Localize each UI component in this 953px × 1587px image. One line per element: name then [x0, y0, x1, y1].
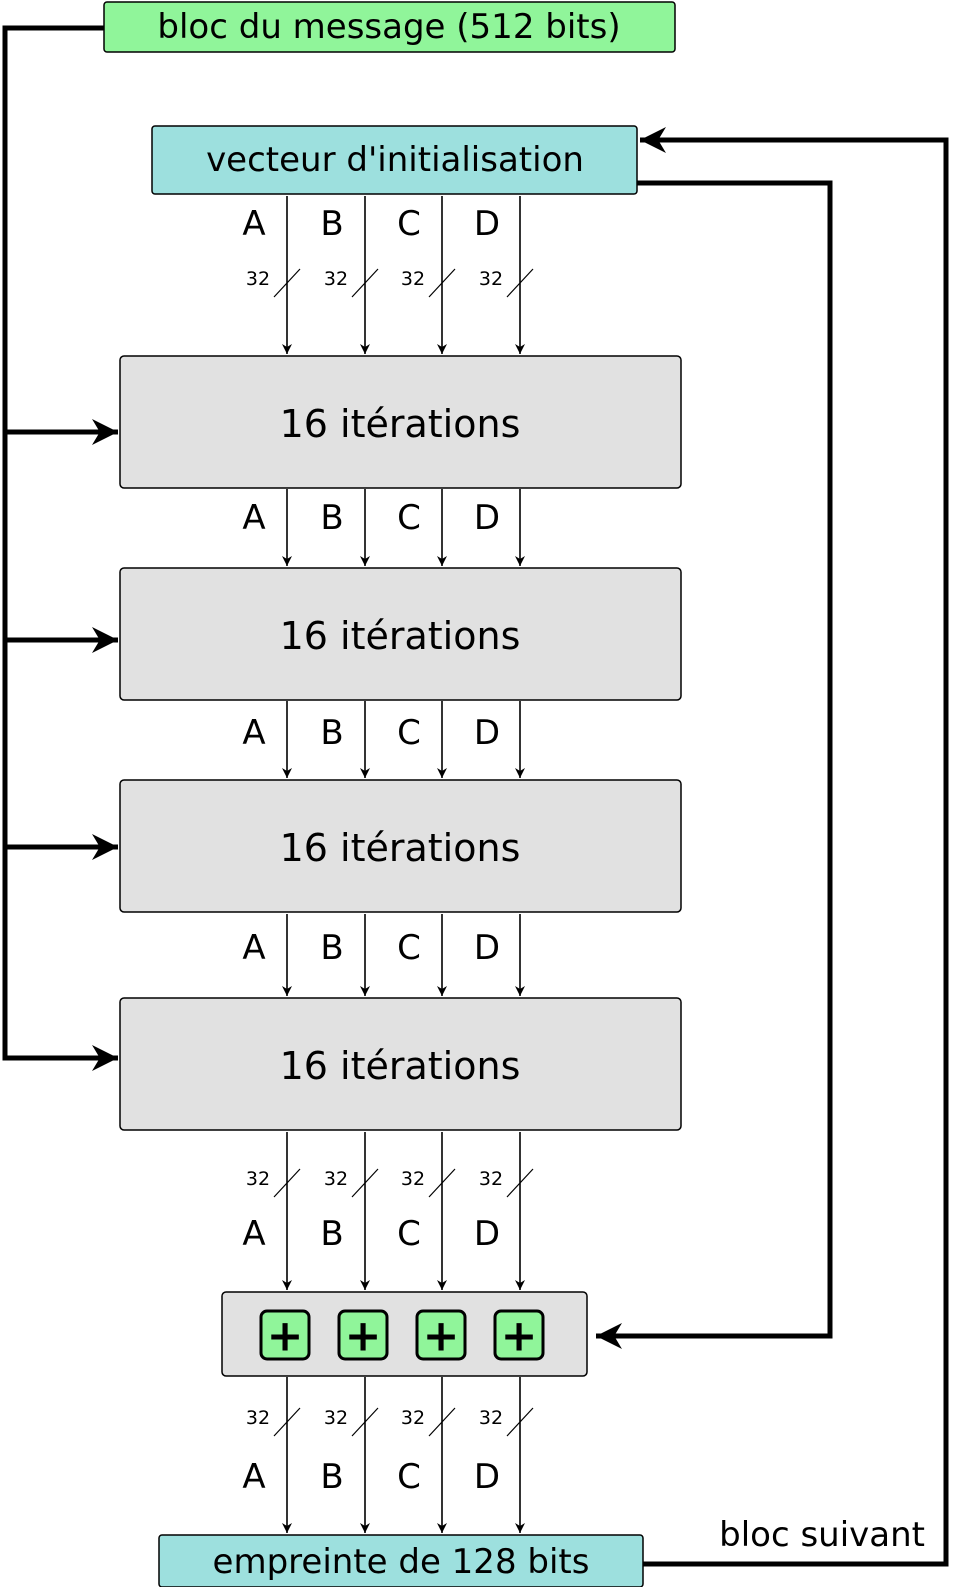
message-bus-line	[2, 25, 118, 1061]
output-box	[158, 1534, 644, 1587]
register-label-b-6: B	[320, 1457, 343, 1497]
bit-width-label-d-6: 32	[479, 1407, 503, 1429]
bit-width-label-b-6: 32	[324, 1407, 348, 1429]
iteration-label-3: 16 itérations	[280, 826, 521, 870]
register-label-b-1: B	[320, 204, 343, 244]
feedback-arrow	[640, 127, 949, 1567]
register-label-d-6: D	[474, 1457, 500, 1497]
register-label-b-4: B	[320, 928, 343, 968]
plus-icon-d	[493, 1309, 545, 1361]
iteration-box-4	[119, 997, 682, 1131]
bit-width-label-b-5: 32	[324, 1168, 348, 1190]
message-block-label: bloc du message (512 bits)	[157, 7, 620, 47]
bit-width-label-d-5: 32	[479, 1168, 503, 1190]
bit-width-label-a-6: 32	[246, 1407, 270, 1429]
init-vector-label: vecteur d'initialisation	[206, 140, 584, 180]
bus-slash-c-1	[428, 268, 456, 298]
bit-width-label-d-1: 32	[479, 268, 503, 290]
plus-sign-a: +	[267, 1311, 304, 1362]
register-label-a-1: A	[242, 204, 265, 244]
register-label-a-3: A	[242, 713, 265, 753]
bus-slash-a-5	[273, 1168, 301, 1198]
register-label-d-2: D	[474, 498, 500, 538]
iteration-label-2: 16 itérations	[280, 614, 521, 658]
feedback-label: bloc suivant	[719, 1515, 925, 1555]
bus-slash-d-6	[506, 1407, 534, 1437]
register-label-c-5: C	[397, 1214, 421, 1254]
iteration-box-3	[119, 779, 682, 913]
register-label-d-3: D	[474, 713, 500, 753]
iteration-label-4: 16 itérations	[280, 1044, 521, 1088]
plus-sign-c: +	[423, 1311, 460, 1362]
bit-width-label-c-6: 32	[401, 1407, 425, 1429]
register-label-c-3: C	[397, 713, 421, 753]
plus-icon-a	[259, 1309, 311, 1361]
register-label-a-2: A	[242, 498, 265, 538]
bus-slash-a-6	[273, 1407, 301, 1437]
register-label-b-3: B	[320, 713, 343, 753]
bus-slash-c-5	[428, 1168, 456, 1198]
bit-width-label-a-1: 32	[246, 268, 270, 290]
register-label-c-4: C	[397, 928, 421, 968]
output-label: empreinte de 128 bits	[213, 1542, 590, 1582]
register-label-d-5: D	[474, 1214, 500, 1254]
init-to-adder-arrow	[596, 180, 833, 1349]
bus-slash-a-1	[273, 268, 301, 298]
plus-icon-b	[337, 1309, 389, 1361]
iteration-box-2	[119, 567, 682, 701]
adder-plus-group: + + + +	[259, 1309, 545, 1362]
register-label-c-2: C	[397, 498, 421, 538]
register-label-a-4: A	[242, 928, 265, 968]
message-bus	[2, 25, 118, 1071]
bit-width-label-a-5: 32	[246, 1168, 270, 1190]
bit-width-label-c-1: 32	[401, 268, 425, 290]
register-label-c-6: C	[397, 1457, 421, 1497]
iteration-group: 16 itérations 16 itérations 16 itération…	[119, 355, 682, 1131]
init-vector-box	[151, 125, 638, 195]
register-label-a-5: A	[242, 1214, 265, 1254]
bus-slash-b-5	[351, 1168, 379, 1198]
plus-sign-d: +	[501, 1311, 538, 1362]
iteration-label-1: 16 itérations	[280, 402, 521, 446]
register-label-d-4: D	[474, 928, 500, 968]
plus-sign-b: +	[345, 1311, 382, 1362]
iteration-box-1	[119, 355, 682, 489]
bus-slash-d-1	[506, 268, 534, 298]
bus-slash-b-6	[351, 1407, 379, 1437]
register-label-c-1: C	[397, 204, 421, 244]
bus-slash-d-5	[506, 1168, 534, 1198]
register-label-d-1: D	[474, 204, 500, 244]
bit-width-label-c-5: 32	[401, 1168, 425, 1190]
register-label-b-5: B	[320, 1214, 343, 1254]
bus-slash-c-6	[428, 1407, 456, 1437]
register-label-a-6: A	[242, 1457, 265, 1497]
bus-slash-b-1	[351, 268, 379, 298]
register-label-b-2: B	[320, 498, 343, 538]
bit-width-label-b-1: 32	[324, 268, 348, 290]
plus-icon-c	[415, 1309, 467, 1361]
